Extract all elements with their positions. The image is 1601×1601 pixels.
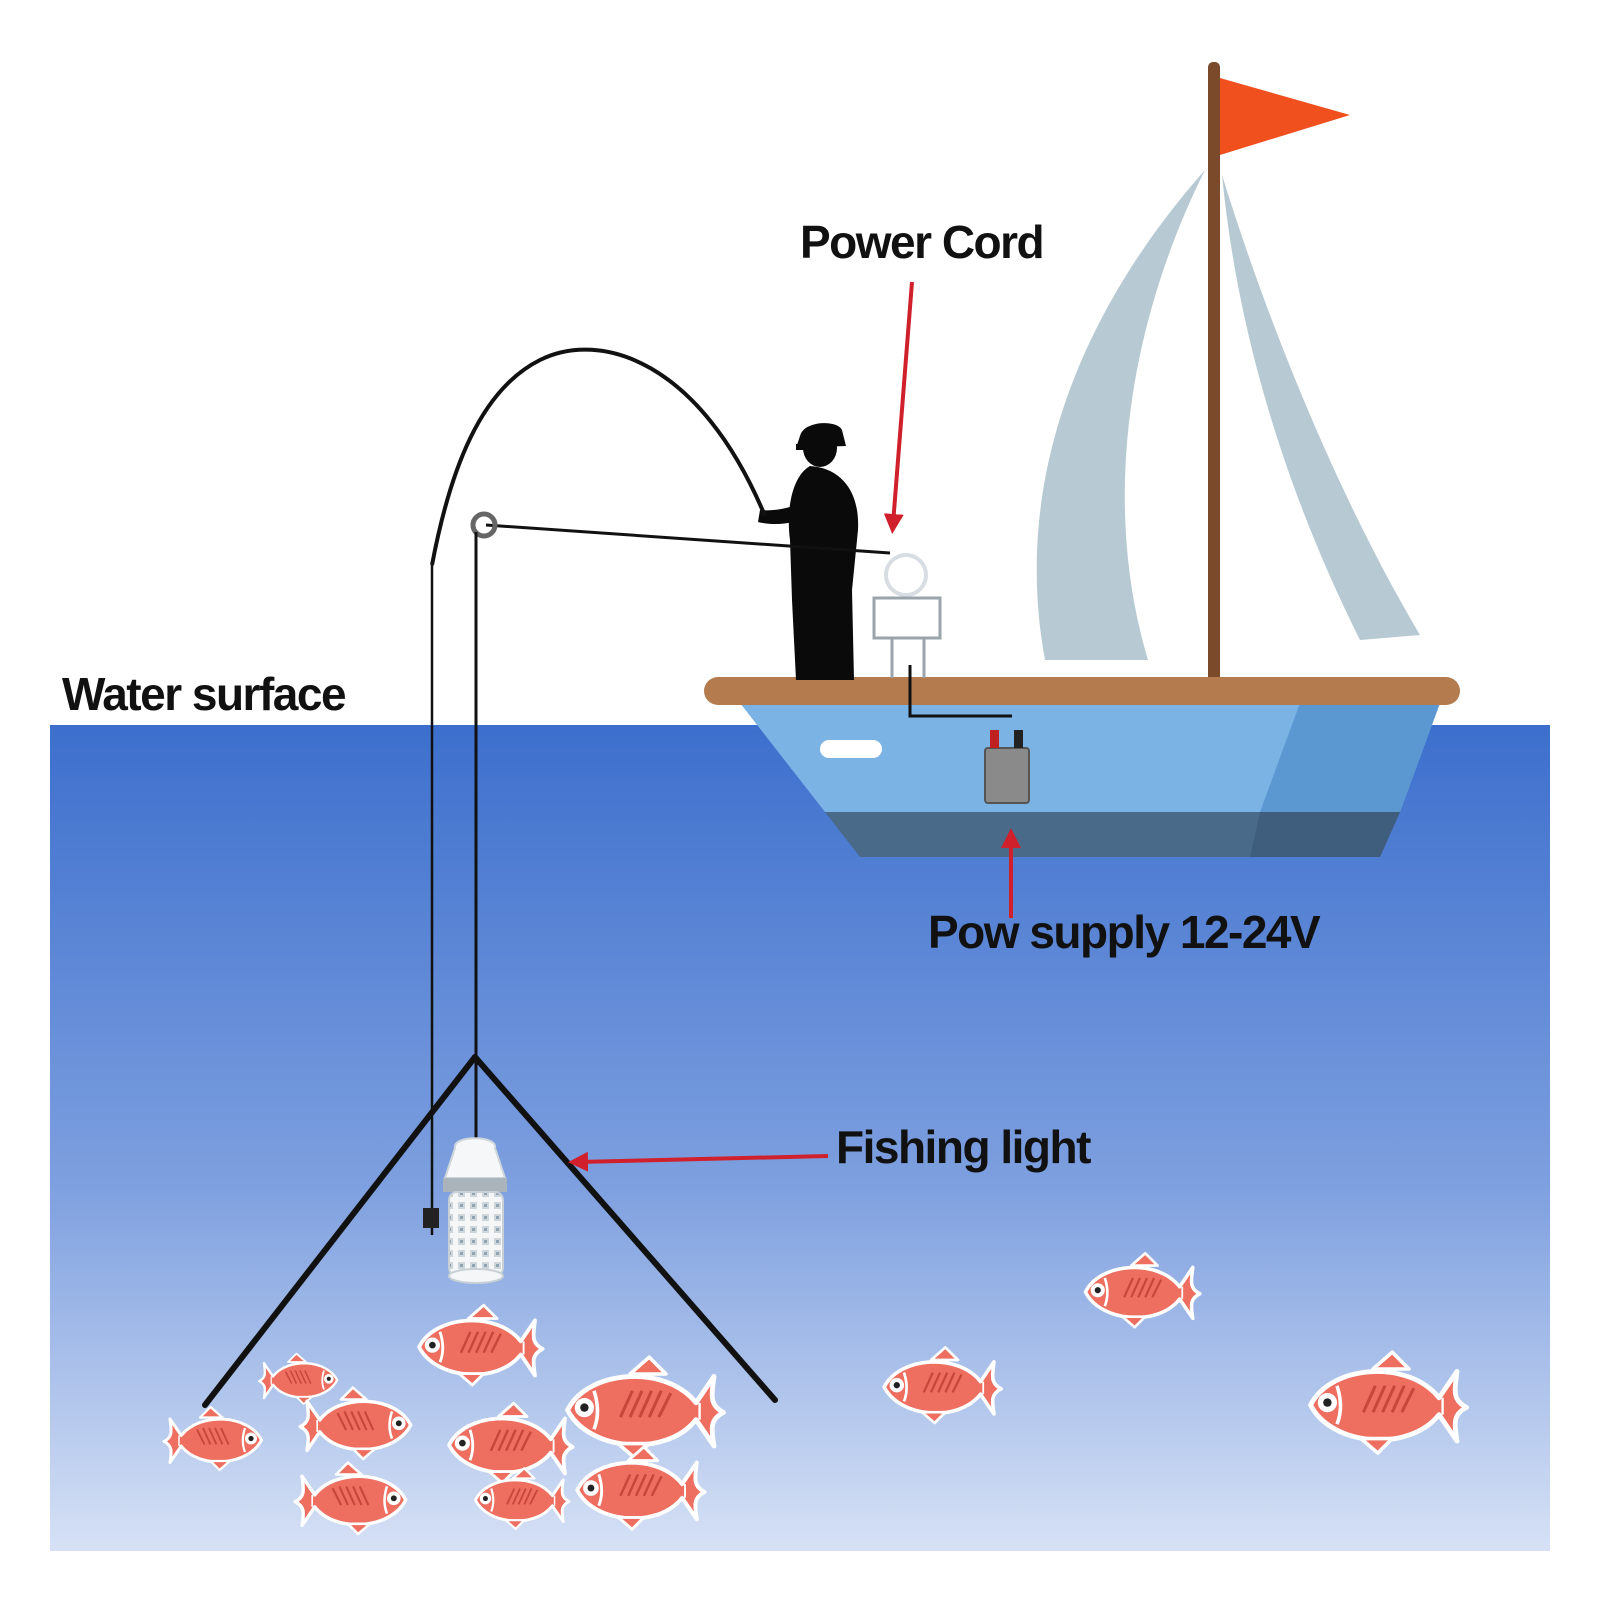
fishing-rod — [423, 347, 767, 1235]
mast — [1208, 62, 1220, 682]
label-power-supply: Pow supply 12-24V — [928, 906, 1321, 958]
porthole — [820, 740, 882, 758]
power-cord — [908, 665, 1012, 718]
boat-hull — [740, 703, 1440, 812]
light-line — [470, 511, 891, 1150]
cable-reel — [872, 553, 942, 678]
boat-deck — [704, 677, 1460, 705]
led-fishing-light — [443, 1137, 507, 1284]
flag-icon — [1220, 78, 1350, 155]
annotation-arrows — [568, 281, 1021, 1172]
power-cord-arrow — [883, 281, 914, 534]
fishing-light-arrow — [568, 1151, 829, 1172]
net-frame — [202, 1054, 778, 1408]
boat-keel-side — [1250, 812, 1400, 857]
label-water-surface: Water surface — [62, 668, 346, 720]
sail-left — [1036, 170, 1205, 660]
label-fishing-light: Fishing light — [836, 1121, 1091, 1173]
boat — [704, 677, 1460, 857]
label-power-cord: Power Cord — [800, 216, 1043, 268]
battery-icon — [984, 730, 1030, 804]
boat-hull-side — [1260, 703, 1440, 812]
fisherman-silhouette — [758, 423, 859, 680]
sail-right — [1222, 175, 1420, 640]
sailboat — [1036, 62, 1420, 682]
water-body — [50, 725, 1550, 1551]
